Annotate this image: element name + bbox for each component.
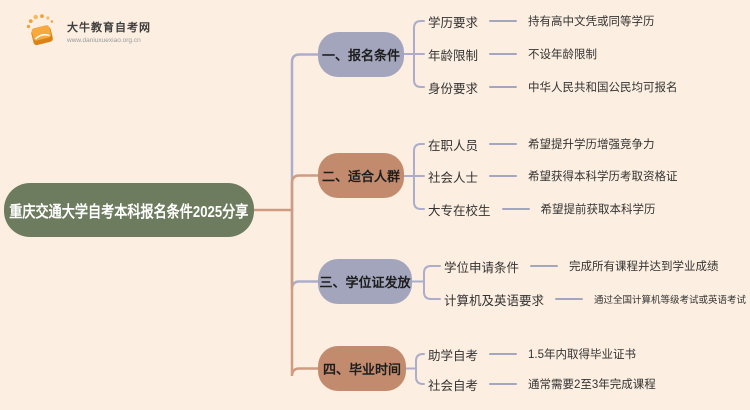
leaf-node[interactable]: 在职人员 希望提升学历增强竞争力 [428,135,655,153]
leaf-label: 在职人员 [428,138,479,153]
leaf-connector-line [489,86,518,88]
leaf-label: 计算机及英语要求 [444,293,545,308]
leaf-node[interactable]: 学位申请条件 完成所有课程并达到学业成绩 [444,257,719,275]
leaf-node[interactable]: 身份要求 中华人民共和国公民均可报名 [428,78,678,96]
logo-book-icon [26,14,54,46]
leaf-label: 社会人士 [428,170,479,185]
branch-node-registration-requirements[interactable]: 一、报名条件 [318,32,404,77]
leaf-node[interactable]: 年龄限制 不设年龄限制 [428,45,597,63]
leaf-value: 不设年龄限制 [528,49,598,61]
logo-text: 大牛教育自考网 www.daniuxuexiao.org.cn [67,19,151,44]
site-logo[interactable]: 大牛教育自考网 www.daniuxuexiao.org.cn [24,12,151,50]
leaf-connector-line [489,175,518,177]
leaf-value: 通常需要2至3年完成课程 [528,379,656,391]
leaf-value: 1.5年内取得毕业证书 [528,349,637,361]
leaf-connector-line [489,53,518,55]
leaf-value: 希望提前获取本科学历 [540,204,656,216]
leaf-node[interactable]: 社会人士 希望获得本科学历考取资格证 [428,167,678,185]
leaf-value: 通过全国计算机等级考试或英语考试 [594,295,747,306]
leaf-connector-line [555,298,584,300]
site-name: 大牛教育自考网 [67,21,151,34]
leaf-connector-line [489,383,518,385]
branch-node-degree-certificate[interactable]: 三、学位证发放 [318,259,412,304]
leaf-label: 身份要求 [428,81,479,96]
main-topic-label: 重庆交通大学自考本科报名条件2025分享 [9,204,249,221]
leaf-node[interactable]: 学历要求 持有高中文凭或同等学历 [428,12,655,30]
leaf-value: 持有高中文凭或同等学历 [528,16,655,28]
leaf-connector-line [489,143,518,145]
leaf-label: 年龄限制 [428,48,479,63]
leaf-label: 助学自考 [428,348,479,363]
leaf-node[interactable]: 助学自考 1.5年内取得毕业证书 [428,345,636,363]
leaf-node[interactable]: 大专在校生 希望提前获取本科学历 [428,200,656,218]
leaf-label: 学位申请条件 [444,260,520,275]
leaf-label: 社会自考 [428,378,479,393]
leaf-node[interactable]: 计算机及英语要求 通过全国计算机等级考试或英语考试 [444,290,746,308]
site-url: www.daniuxuexiao.org.cn [67,36,141,44]
leaf-connector-line [501,208,530,210]
leaf-label: 学历要求 [428,15,479,30]
leaf-value: 完成所有课程并达到学业成绩 [569,261,719,273]
branch-node-target-audience[interactable]: 二、适合人群 [318,153,404,198]
leaf-label: 大专在校生 [428,203,491,218]
leaf-value: 希望提升学历增强竞争力 [528,139,655,151]
leaf-connector-line [530,265,559,267]
main-topic-node[interactable]: 重庆交通大学自考本科报名条件2025分享 [4,183,254,237]
branch-node-graduation-time[interactable]: 四、毕业时间 [318,346,406,391]
leaf-value: 中华人民共和国公民均可报名 [528,82,678,94]
leaf-connector-line [489,353,518,355]
leaf-node[interactable]: 社会自考 通常需要2至3年完成课程 [428,375,656,393]
leaf-connector-line [489,20,518,22]
leaf-value: 希望获得本科学历考取资格证 [528,171,678,183]
